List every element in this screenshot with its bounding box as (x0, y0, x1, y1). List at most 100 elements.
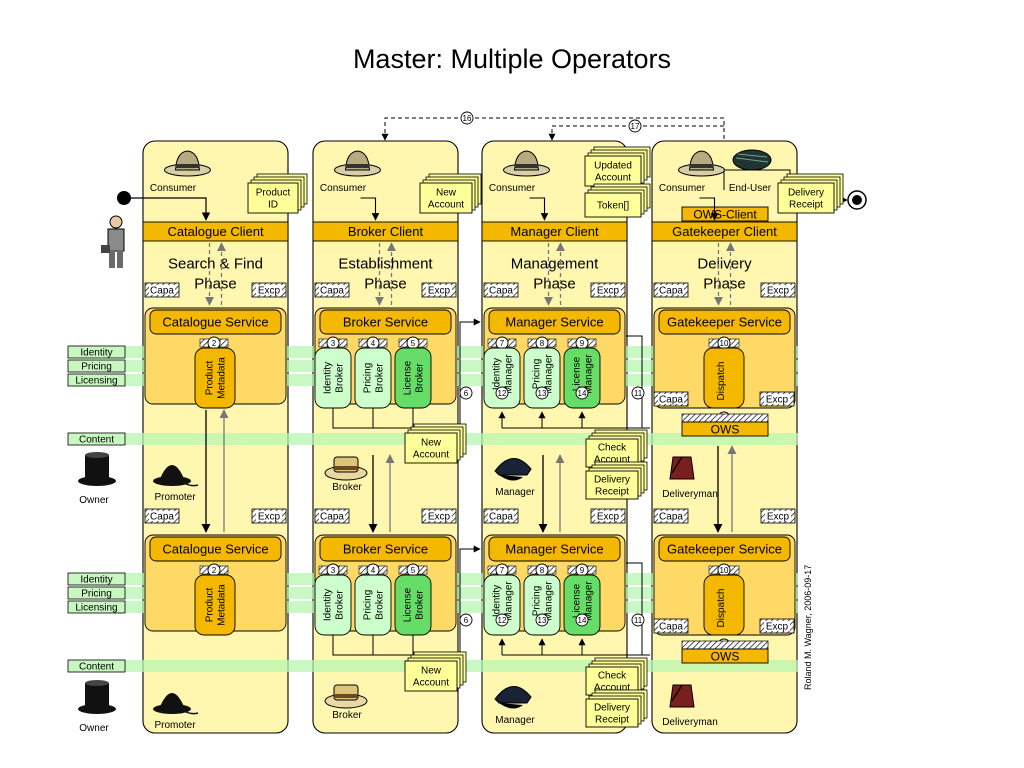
broker-caption-2: Broker (332, 710, 362, 721)
marker-10-1-label: 10 (720, 339, 729, 348)
consumer-hat-3 (503, 150, 550, 177)
excp-mid-3-label: Excp (597, 512, 620, 523)
manager-pill-label-7-1-line: Identity (492, 358, 503, 390)
marker-17-circle (628, 119, 642, 133)
manager-hat-1-crown (494, 458, 532, 476)
consumer-caption-4: Consumer (659, 183, 706, 194)
phase-title-1-line: Phase (194, 275, 237, 292)
tag-content-2-box (67, 659, 126, 673)
gatekeeper-capa-2-inner (658, 621, 684, 631)
marker-8-2-label: 8 (540, 566, 545, 575)
marker-10-2-label: 10 (720, 566, 729, 575)
capa-mid-2: Capa (314, 508, 350, 524)
marker-11-2-circle (631, 613, 645, 627)
ows-port-2 (681, 640, 769, 650)
excp-top-2-label: Excp (428, 286, 451, 297)
manager-pill-label-8-2-line: Pricing (532, 586, 543, 617)
consumer-caption-1: Consumer (150, 183, 197, 194)
product-metadata-pill-1 (194, 347, 236, 409)
marker-4-2-label: 4 (371, 566, 376, 575)
manager-pill-label-9-2-line: Manager (584, 581, 595, 621)
tag-content-1-label: Content (79, 435, 114, 446)
deliveryman-caption-1: Deliveryman (662, 489, 718, 500)
doc-token: Token[] (584, 183, 651, 218)
person-body (107, 228, 125, 252)
excp-top-1-inner (256, 285, 282, 295)
excp-mid-2-label: Excp (428, 512, 451, 523)
deliveryman-hat-2 (669, 684, 695, 708)
manager-pill-8-1 (523, 347, 561, 409)
service-header-3-2 (488, 536, 621, 562)
marker-17-label: 17 (631, 122, 640, 131)
gatekeeper-capa-1-label: Capa (659, 395, 683, 406)
tag-content-1-box (67, 432, 126, 446)
tag-identity-2-label: Identity (80, 575, 112, 586)
end-user-hat-texture (735, 153, 769, 163)
promoter-hat-1-string (183, 482, 199, 487)
marker-14-1-circle (575, 386, 589, 400)
doc-new-account-mid-2-front (404, 660, 458, 692)
doc-delivery-receipt-top-front (777, 182, 835, 214)
doc-new-account-mid-2-text-line: Account (413, 678, 449, 689)
service-header-4-1 (658, 309, 791, 335)
service-header-1-1 (149, 309, 282, 335)
manager-caption-2: Manager (495, 715, 535, 726)
excp-mid-2: Excp (421, 508, 457, 524)
tag-identity-1-label: Identity (80, 348, 112, 359)
person-leg-left (109, 250, 115, 268)
gatekeeper-capa-1-inner (658, 394, 684, 404)
capa-top-3-label: Capa (489, 286, 513, 297)
gatekeeper-capa-2-label: Capa (659, 622, 683, 633)
capa-top-1-inner (149, 285, 175, 295)
phase-title-3-line: Management (511, 255, 599, 272)
manager-hat-2 (494, 686, 532, 709)
service-header-2-2 (319, 536, 452, 562)
capa-top-2: Capa (314, 282, 350, 298)
client-label-2: Broker Client (348, 224, 424, 239)
excp-mid-2-inner (426, 511, 452, 521)
broker-pill-label-3-1-line: Broker (335, 363, 346, 393)
doc-token-front (584, 192, 642, 218)
consumer-hat-3-band (514, 164, 539, 168)
capa-mid-1-inner (149, 511, 175, 521)
gatekeeper-excp-1-inner (764, 394, 790, 404)
marker-12-1-circle (495, 386, 509, 400)
product-metadata-label-2-line: Product (205, 588, 216, 623)
marker-7-1-label: 7 (500, 339, 505, 348)
excp-mid-1-inner (256, 511, 282, 521)
tag-pricing-1-box (67, 359, 126, 373)
ows-client-label: OWS-Client (693, 208, 757, 222)
dispatch-pill-2 (703, 574, 745, 636)
phase-title-2-line: Phase (364, 275, 407, 292)
deliveryman-hat-2-tassel (671, 684, 683, 702)
marker-3-1-label: 3 (331, 339, 336, 348)
start-flow (131, 197, 211, 221)
excp-top-4-label: Excp (767, 286, 790, 297)
manager-pill-label-8-1-line: Pricing (532, 359, 543, 390)
doc-delivery-receipt-top-text-line: Receipt (789, 200, 823, 211)
marker-13-2-label: 13 (538, 616, 547, 625)
ows-box-2 (681, 648, 769, 664)
doc-new-account-top-text-line: Account (428, 200, 464, 211)
manager-pill-label-9-1-line: Manager (584, 354, 595, 394)
doc-delivery-receipt-mid-1-text-line: Receipt (595, 487, 629, 498)
promoter-hat-2 (153, 693, 199, 715)
broker-pill-label-5-2-line: Broker (415, 590, 426, 620)
dispatch-label-1: Dispatch (716, 362, 727, 401)
excp-mid-3: Excp (590, 508, 626, 524)
broker-pill-label-4-2-line: Broker (375, 590, 386, 620)
service-label-3-1: Manager Service (505, 315, 603, 330)
service-header-4-2 (658, 536, 791, 562)
consumer-hat-1 (164, 150, 211, 177)
